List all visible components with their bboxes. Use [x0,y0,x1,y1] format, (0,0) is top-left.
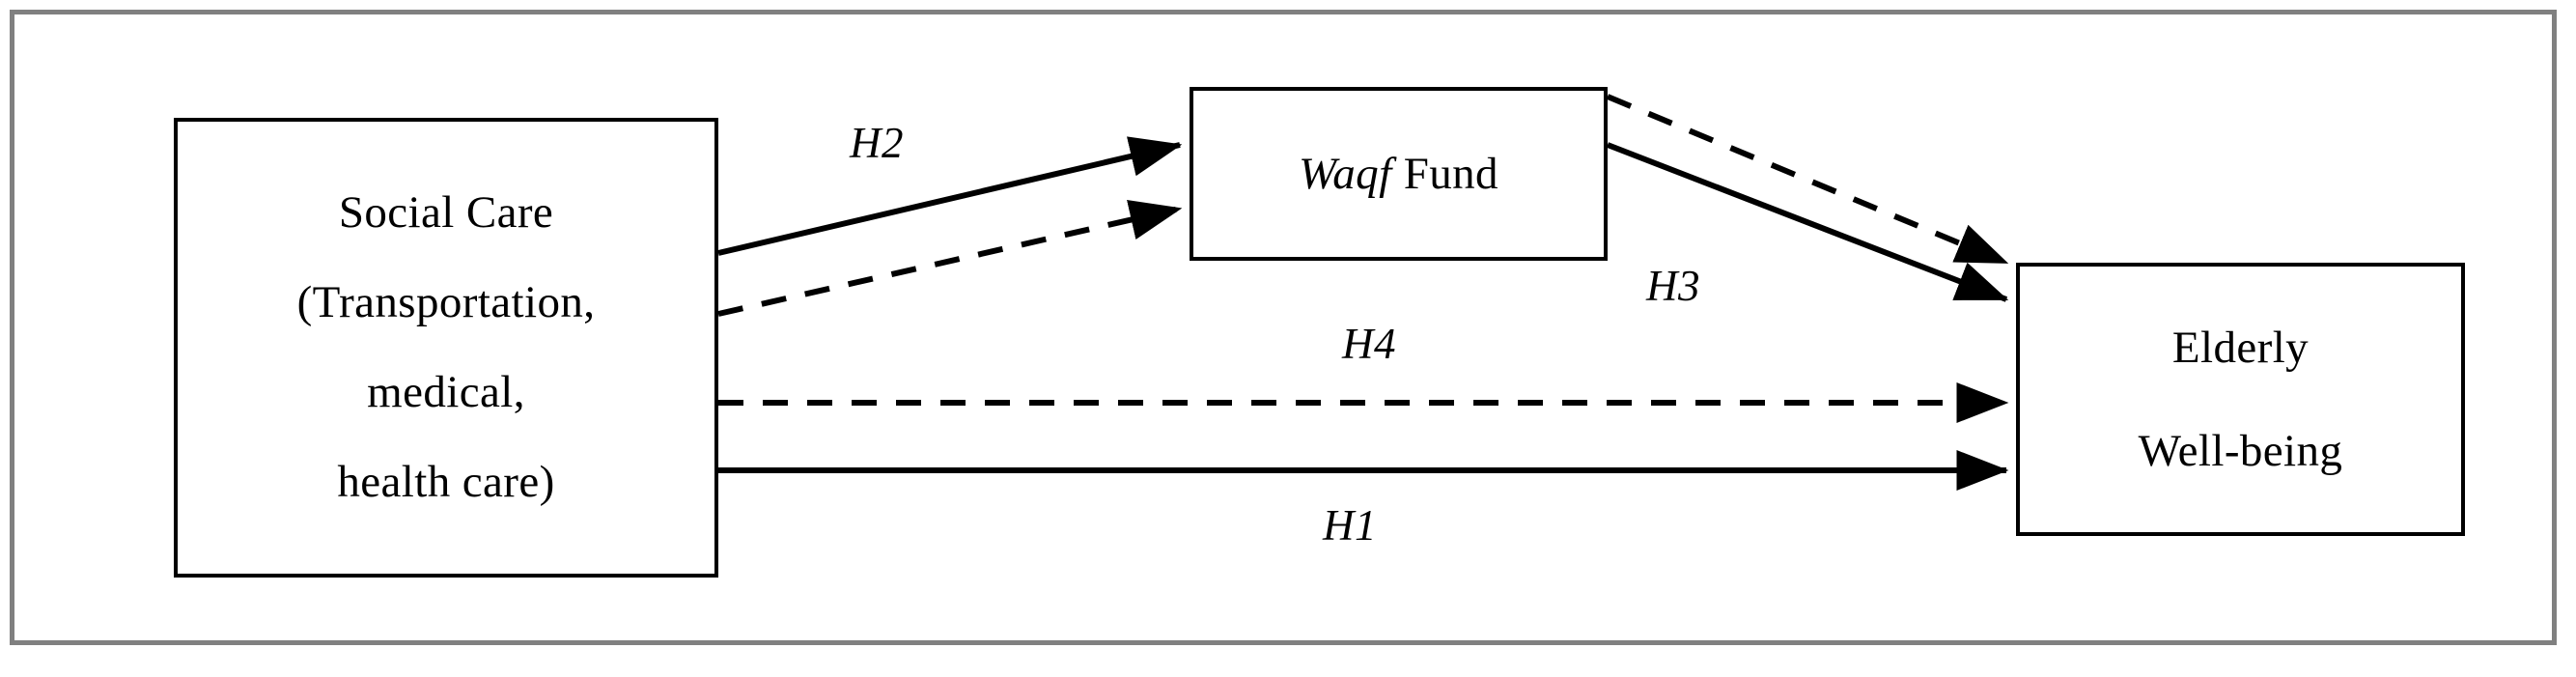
node-elderly-well-being: Elderly Well-being [2016,263,2465,536]
node-social-care-line-2: (Transportation, [296,277,596,327]
node-elderly-line-1: Elderly [2171,322,2310,373]
node-social-care-line-4: health care) [337,457,555,507]
node-waqf-fund: Waqf Fund [1190,87,1608,261]
node-social-care: Social Care (Transportation, medical, he… [174,118,718,578]
node-waqf-fund-label: Waqf Fund [1299,148,1498,199]
node-social-care-line-3: medical, [367,367,525,417]
node-waqf-fund-regular-term: Fund [1391,148,1498,199]
hypothesis-label-h1: H1 [1323,501,1377,550]
hypothesis-label-h2: H2 [850,119,904,167]
node-social-care-line-1: Social Care [338,187,554,238]
node-waqf-fund-italic-term: Waqf [1299,148,1392,199]
node-elderly-line-2: Well-being [2138,425,2343,476]
hypothesis-label-h3: H3 [1646,262,1700,310]
hypothesis-label-h4: H4 [1342,320,1396,368]
